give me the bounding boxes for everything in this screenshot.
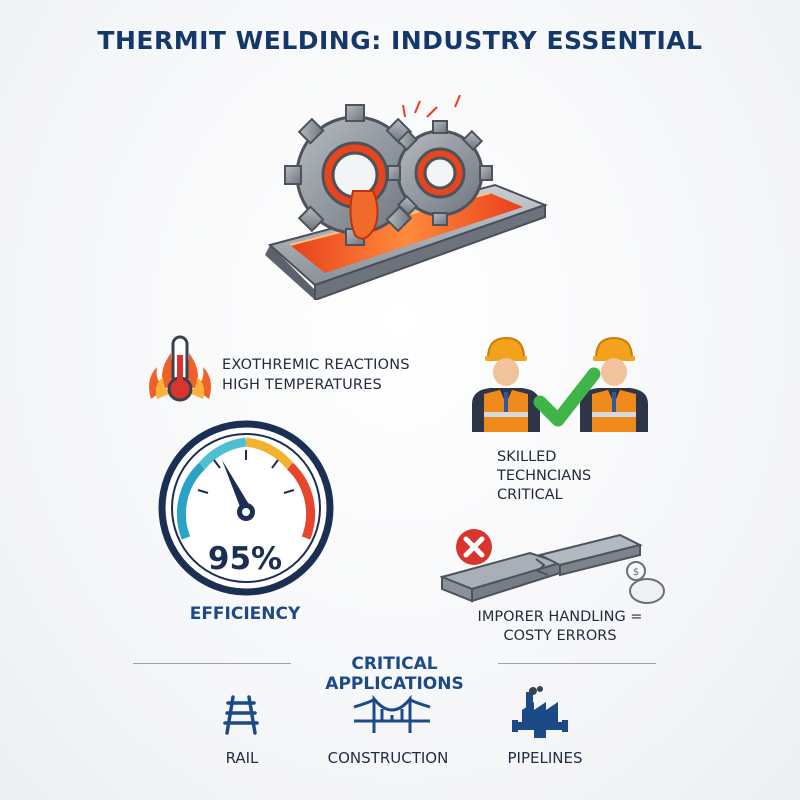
- broken-rail-icon: $: [440, 529, 665, 604]
- technicians-check-icon: [472, 336, 648, 432]
- error-line-2: COSTY ERRORS: [503, 628, 617, 644]
- error-line-1: IMPORER HANDLING =: [477, 609, 643, 625]
- application-label-rail: RAIL: [225, 749, 259, 767]
- thermometer-fire-icon: [149, 335, 211, 402]
- application-label-construction: CONSTRUCTION: [327, 749, 449, 767]
- hazard-line-2: HIGH TEMPERATURES: [222, 377, 382, 393]
- divider-right: [498, 663, 656, 664]
- hazard-line-1: EXOTHREMIC REACTIONS: [222, 357, 410, 373]
- divider-left: [133, 663, 291, 664]
- applications-heading: CRITICAL APPLICATIONS: [325, 654, 464, 694]
- efficiency-label: EFFICIENCY: [189, 604, 301, 624]
- pipeline-factory-icon: [512, 686, 568, 738]
- gauge-value: 95%: [207, 541, 283, 577]
- rail-track-icon: [223, 695, 259, 735]
- gears-rail-illustration: [265, 95, 548, 300]
- application-label-pipelines: PIPELINES: [507, 749, 583, 767]
- tech-line-1: SKILLED: [497, 449, 557, 465]
- tech-line-2: TECHNCIANS: [497, 468, 592, 484]
- page-title: THERMIT WELDING: INDUSTRY ESSENTIAL: [97, 26, 703, 55]
- svg-text:$: $: [633, 567, 639, 578]
- efficiency-gauge: [158, 420, 334, 596]
- bridge-icon: [353, 695, 431, 733]
- tech-line-3: CRITICAL: [497, 487, 563, 503]
